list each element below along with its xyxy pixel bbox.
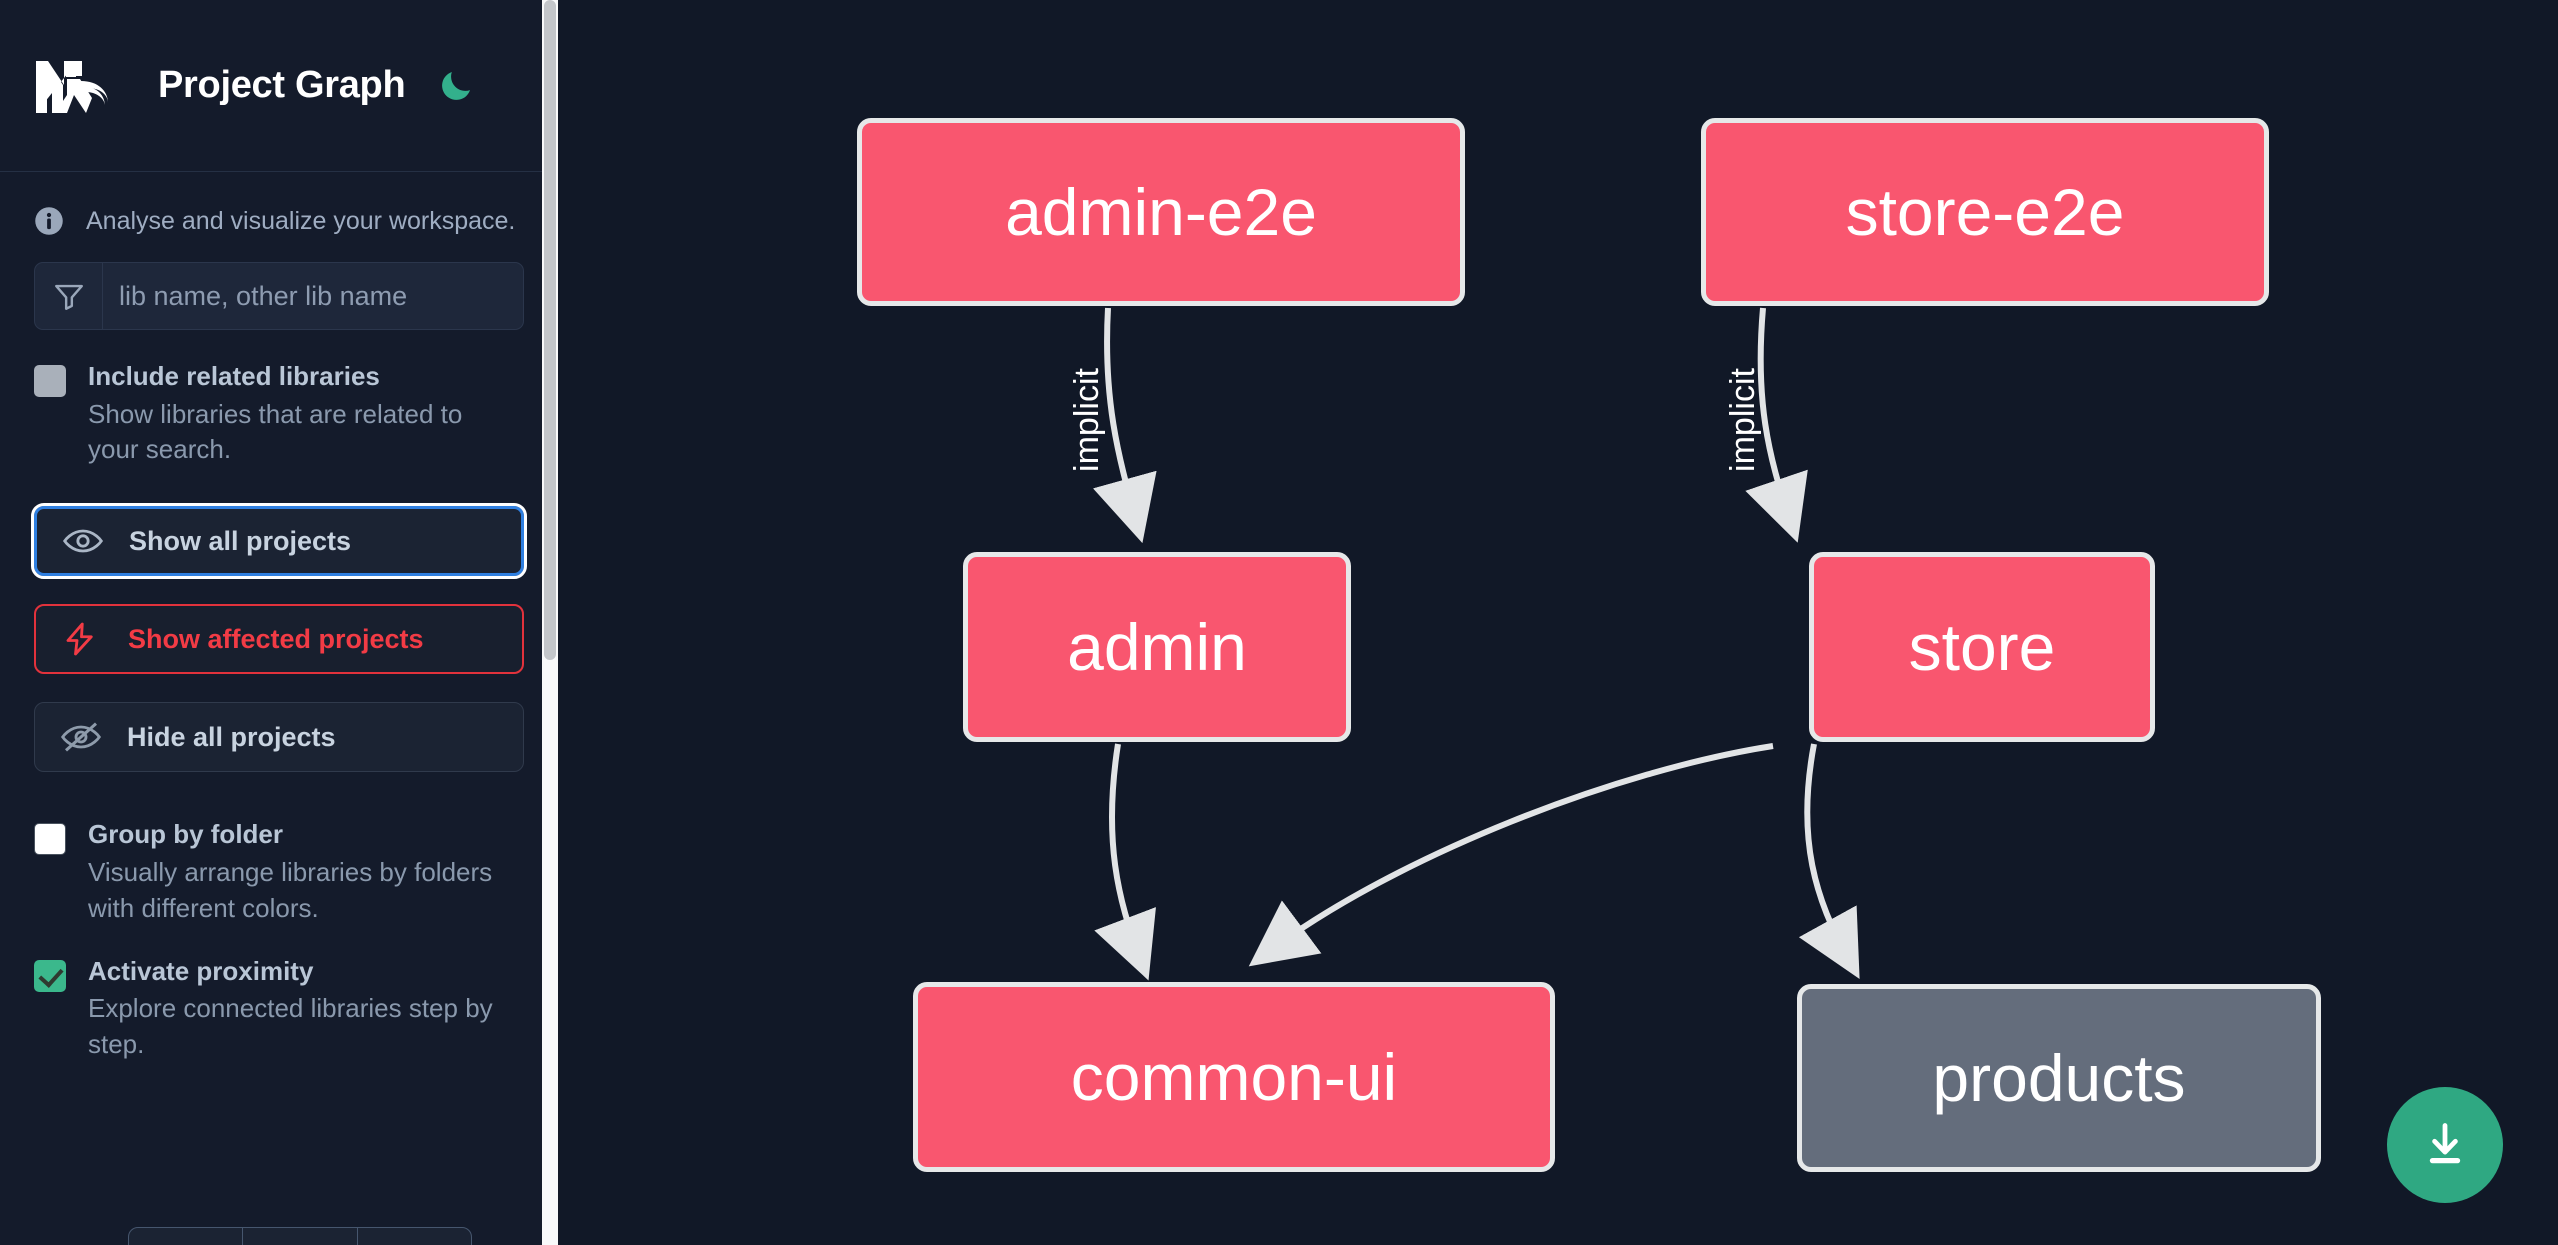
nx-logo-icon — [36, 60, 108, 113]
search-section — [0, 262, 558, 330]
edge-store-products — [1798, 743, 1860, 980]
show-all-projects-label: Show all projects — [129, 525, 352, 556]
graph-node-products[interactable]: products — [1797, 984, 2321, 1172]
search-input[interactable] — [103, 263, 523, 329]
node-label: store — [1908, 610, 2056, 684]
group-by-folder-checkbox[interactable] — [34, 823, 66, 856]
sidebar-header: Project Graph — [0, 0, 558, 172]
info-circle-icon — [35, 207, 63, 235]
option-description: Show libraries that are related to your … — [88, 398, 463, 465]
download-image-button[interactable] — [2387, 1087, 2503, 1203]
show-affected-projects-button[interactable]: Show affected projects — [34, 604, 524, 675]
node-label: store-e2e — [1845, 175, 2125, 249]
edge-label-implicit-store: implicit — [1724, 368, 1762, 472]
option-group-by-folder[interactable]: Group by folder Visually arrange librari… — [0, 800, 558, 926]
lightning-bolt-icon — [62, 619, 106, 659]
download-icon — [2429, 1123, 2461, 1164]
node-label: products — [1932, 1041, 2186, 1115]
option-description: Visually arrange libraries by folders wi… — [88, 856, 493, 923]
graph-node-store-e2e[interactable]: store-e2e — [1701, 118, 2269, 306]
edge-label-implicit-admin: implicit — [1068, 368, 1106, 472]
segment-increase[interactable] — [358, 1228, 471, 1245]
hide-all-projects-button[interactable]: Hide all projects — [34, 702, 524, 773]
node-label: admin-e2e — [1005, 175, 1317, 249]
sidebar: Project Graph Analyse and visualize your… — [0, 0, 558, 1245]
option-activate-proximity[interactable]: Activate proximity Explore connected lib… — [0, 927, 558, 1063]
graph-node-store[interactable]: store — [1809, 552, 2155, 742]
graph-node-admin-e2e[interactable]: admin-e2e — [857, 118, 1465, 306]
node-label: admin — [1067, 610, 1247, 684]
funnel-glyph — [54, 284, 83, 310]
show-affected-projects-label: Show affected projects — [128, 623, 424, 654]
option-include-related-libraries[interactable]: Include related libraries Show libraries… — [0, 330, 558, 468]
segment-reset[interactable] — [243, 1228, 358, 1245]
graph-edges: implicit implicit — [1066, 307, 1860, 981]
search-box[interactable] — [34, 262, 524, 330]
moon-icon[interactable] — [433, 63, 479, 109]
graph-canvas[interactable]: implicit implicit admin-e2e store-e2e ad… — [558, 0, 2558, 1245]
option-title: Group by folder — [88, 819, 283, 850]
edge-admin-common-ui — [1094, 743, 1156, 981]
info-text: Analyse and visualize your workspace. — [86, 206, 516, 235]
hide-all-projects-label: Hide all projects — [127, 721, 336, 752]
node-label: common-ui — [1070, 1040, 1398, 1114]
page-title: Project Graph — [158, 64, 406, 106]
eye-off-icon — [61, 722, 105, 752]
show-all-projects-button[interactable]: Show all projects — [31, 503, 527, 580]
option-description: Explore connected libraries step by step… — [88, 993, 493, 1059]
eye-off-glyph — [61, 722, 101, 752]
include-related-libraries-checkbox[interactable] — [34, 365, 66, 397]
edge-admin-e2e-admin — [1092, 307, 1157, 544]
proximity-segmented-control[interactable] — [128, 1227, 472, 1245]
segment-decrease[interactable] — [129, 1228, 244, 1245]
moon-glyph — [442, 71, 471, 100]
eye-icon — [63, 527, 107, 555]
visibility-buttons: Show all projects Show affected projects — [0, 468, 558, 773]
bolt-glyph — [66, 622, 93, 656]
filter-funnel-icon — [35, 263, 103, 329]
sidebar-scrollbar[interactable] — [542, 0, 558, 1245]
sidebar-scrollbar-thumb[interactable] — [544, 0, 556, 660]
edge-store-common-ui — [1248, 743, 1774, 967]
edge-store-e2e-store — [1745, 307, 1808, 543]
info-banner: Analyse and visualize your workspace. — [0, 172, 558, 262]
eye-glyph — [63, 529, 103, 553]
activate-proximity-checkbox[interactable] — [34, 959, 66, 992]
option-title: Include related libraries — [88, 361, 380, 391]
graph-node-common-ui[interactable]: common-ui — [913, 982, 1555, 1172]
option-title: Activate proximity — [88, 955, 314, 986]
graph-node-admin[interactable]: admin — [963, 552, 1351, 742]
